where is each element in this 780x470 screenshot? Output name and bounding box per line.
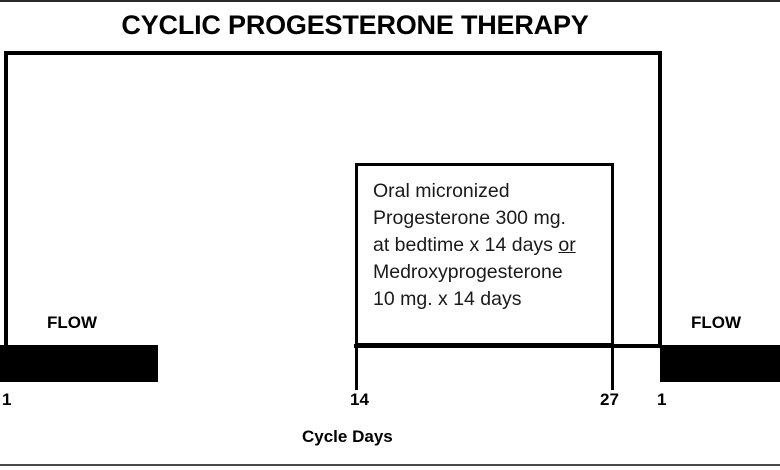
cycle-frame-left-rail xyxy=(4,51,8,347)
day-marker-1-start: 1 xyxy=(2,390,12,409)
treatment-line-3-text: at bedtime x 14 days xyxy=(373,234,559,256)
bottom-border-rule xyxy=(0,464,780,466)
day-marker-27: 27 xyxy=(600,390,619,409)
cycle-baseline xyxy=(354,344,662,348)
tick-day-27 xyxy=(611,344,614,390)
flow-bar-left xyxy=(0,345,158,382)
treatment-line-1: Oral micronized xyxy=(373,180,510,202)
treatment-box-text: Oral micronized Progesterone 300 mg. at … xyxy=(373,178,613,313)
day-marker-14: 14 xyxy=(350,390,369,409)
flow-label-right: FLOW xyxy=(691,313,742,332)
diagram-title: CYCLIC PROGESTERONE THERAPY xyxy=(121,10,589,40)
treatment-emphasis-or: or xyxy=(558,234,576,256)
cycle-frame-right-rail xyxy=(658,51,662,347)
treatment-line-4: Medroxyprogesterone xyxy=(373,261,563,283)
axis-caption: Cycle Days xyxy=(302,427,393,446)
top-border-rule xyxy=(0,0,780,2)
treatment-box xyxy=(355,163,614,346)
flow-bar-right xyxy=(660,345,780,382)
treatment-line-2: Progesterone 300 mg. xyxy=(373,207,566,229)
tick-day-14 xyxy=(355,344,358,390)
day-marker-1-next-cycle: 1 xyxy=(657,390,667,409)
flow-label-left: FLOW xyxy=(47,313,98,332)
cycle-frame-top-rail xyxy=(4,51,662,55)
treatment-line-3: at bedtime x 14 days or xyxy=(373,232,613,259)
treatment-line-5: 10 mg. x 14 days xyxy=(373,288,522,310)
